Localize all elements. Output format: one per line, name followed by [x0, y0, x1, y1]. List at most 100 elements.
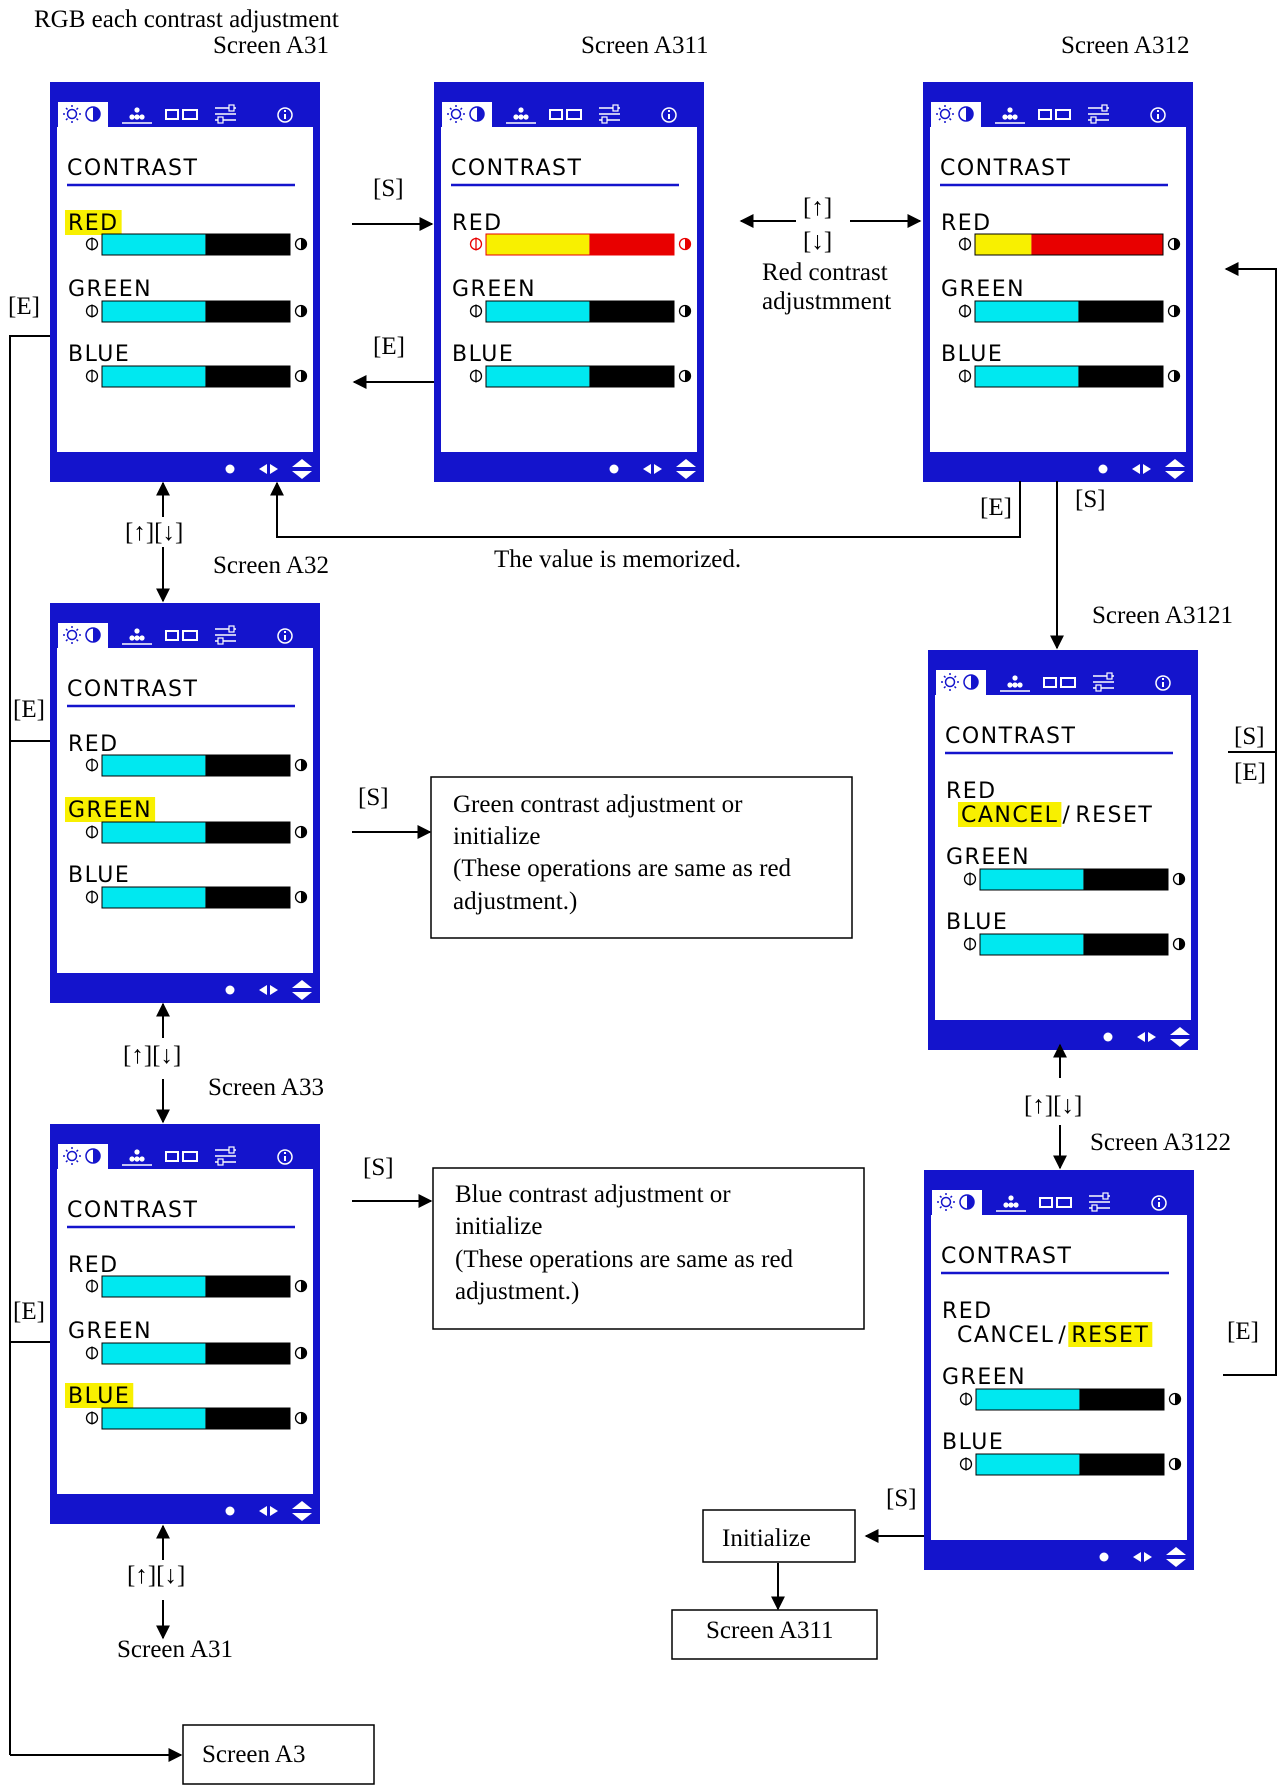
setup-sliders-icon	[1088, 104, 1109, 124]
select-dot-icon	[225, 985, 235, 995]
osd-panel	[930, 127, 1186, 452]
green-contrast-bar[interactable]	[959, 1388, 1182, 1411]
blue-contrast-bar[interactable]	[469, 365, 692, 388]
bar-filled-level	[102, 1343, 206, 1364]
contrast-heading: CONTRAST	[67, 1198, 198, 1223]
green-contrast-bar[interactable]	[963, 868, 1186, 891]
sun-icon	[63, 1147, 81, 1165]
bar-filled-level	[976, 1454, 1080, 1475]
label-updown-a31-a32: [↑][↓]	[125, 519, 183, 546]
bar-filled-level	[975, 301, 1079, 322]
osd-panel	[935, 695, 1191, 1020]
osd-bottom-bar	[609, 459, 696, 479]
cancel-option-highlight	[958, 802, 1062, 827]
reset-option[interactable]: RESET	[1075, 803, 1153, 828]
setup-sliders-icon	[1089, 1192, 1110, 1212]
cancel-option[interactable]: CANCEL	[957, 1323, 1054, 1348]
down-arrow-icon	[1166, 1559, 1186, 1567]
flow-connectors	[9, 214, 1277, 1762]
bar-outline	[974, 233, 1164, 256]
screen-title-a3122: Screen A3122	[1090, 1129, 1231, 1156]
blue-contrast-bar[interactable]	[963, 933, 1186, 956]
label-s-a33-blue: [S]	[363, 1154, 394, 1181]
bar-outline	[101, 1275, 291, 1298]
red-contrast-bar[interactable]	[85, 1275, 308, 1298]
bar-filled-level	[102, 755, 206, 776]
screen-a311-box-label: Screen A311	[706, 1617, 834, 1644]
contrast-icon	[85, 627, 101, 643]
reset-option[interactable]: RESET	[1071, 1323, 1149, 1348]
green-contrast-bar[interactable]	[958, 300, 1181, 323]
option-separator: /	[1058, 1323, 1067, 1348]
left-arrow-icon	[1137, 1032, 1145, 1042]
bar-remaining	[1031, 234, 1163, 255]
label-s-a3122-initialize: [S]	[886, 1485, 917, 1512]
blue-contrast-bar[interactable]	[958, 365, 1181, 388]
screen-title-a32: Screen A32	[213, 552, 329, 579]
up-arrow-icon	[292, 1501, 312, 1509]
bar-remaining	[1083, 934, 1168, 955]
bar-remaining	[205, 1408, 290, 1429]
bar-outline	[485, 300, 675, 323]
contrast-max-icon	[1167, 369, 1181, 383]
sun-icon	[937, 1193, 955, 1211]
contrast-min-icon	[469, 369, 483, 383]
green-contrast-bar[interactable]	[85, 1342, 308, 1365]
blue-action-box	[432, 1167, 865, 1330]
up-arrow-icon	[1170, 1027, 1190, 1035]
cancel-option[interactable]: CANCEL	[961, 803, 1058, 828]
bar-filled-level	[980, 869, 1084, 890]
contrast-icon	[959, 1194, 975, 1210]
green-label: GREEN	[68, 1319, 152, 1344]
select-dot-icon	[609, 464, 619, 474]
label-up-red-adjust: [↑]	[803, 194, 832, 221]
blue-contrast-bar[interactable]	[85, 886, 308, 909]
blue-contrast-bar[interactable]	[959, 1453, 1182, 1476]
screen-title-a31: Screen A31	[213, 32, 329, 59]
contrast-icon	[469, 106, 485, 122]
blue-label: BLUE	[946, 910, 1008, 935]
red-contrast-bar[interactable]	[469, 233, 692, 256]
note-memorized: The value is memorized.	[494, 546, 741, 573]
blue-label: BLUE	[68, 1384, 130, 1409]
bar-remaining	[1083, 869, 1168, 890]
bar-filled-level	[486, 234, 590, 255]
bar-filled-level	[102, 234, 206, 255]
select-dot-icon	[225, 1506, 235, 1516]
contrast-max-icon	[1168, 1392, 1182, 1406]
osd-tab-bar	[936, 670, 1171, 695]
blue-contrast-bar[interactable]	[85, 1407, 308, 1430]
contrast-min-icon	[963, 872, 977, 886]
bar-filled-level	[102, 1276, 206, 1297]
setup-sliders-icon	[1093, 672, 1114, 692]
osd-panel	[57, 127, 313, 452]
osd-panel	[57, 1169, 313, 1494]
contrast-heading: CONTRAST	[945, 724, 1076, 749]
red-contrast-bar[interactable]	[958, 233, 1181, 256]
screen-a3-box	[182, 1724, 375, 1785]
screen-title-a311: Screen A311	[581, 32, 709, 59]
down-arrow-icon	[676, 471, 696, 479]
size-position-icon	[165, 630, 198, 641]
contrast-max-icon	[294, 890, 308, 904]
blue-contrast-bar[interactable]	[85, 365, 308, 388]
sun-icon	[63, 626, 81, 644]
bar-remaining	[589, 301, 674, 322]
up-arrow-icon	[676, 459, 696, 467]
contrast-min-icon	[959, 1457, 973, 1471]
setup-sliders-icon	[599, 104, 620, 124]
green-contrast-bar[interactable]	[85, 300, 308, 323]
green-contrast-bar[interactable]	[85, 821, 308, 844]
bar-remaining	[1078, 366, 1163, 387]
blue-label: BLUE	[68, 863, 130, 888]
contrast-heading: CONTRAST	[67, 677, 198, 702]
red-contrast-bar[interactable]	[85, 233, 308, 256]
arrow-a3121-back-to-a312	[1224, 262, 1277, 753]
red-contrast-bar[interactable]	[85, 754, 308, 777]
green-contrast-bar[interactable]	[469, 300, 692, 323]
label-updown-a3121-a3122: [↑][↓]	[1024, 1092, 1082, 1119]
